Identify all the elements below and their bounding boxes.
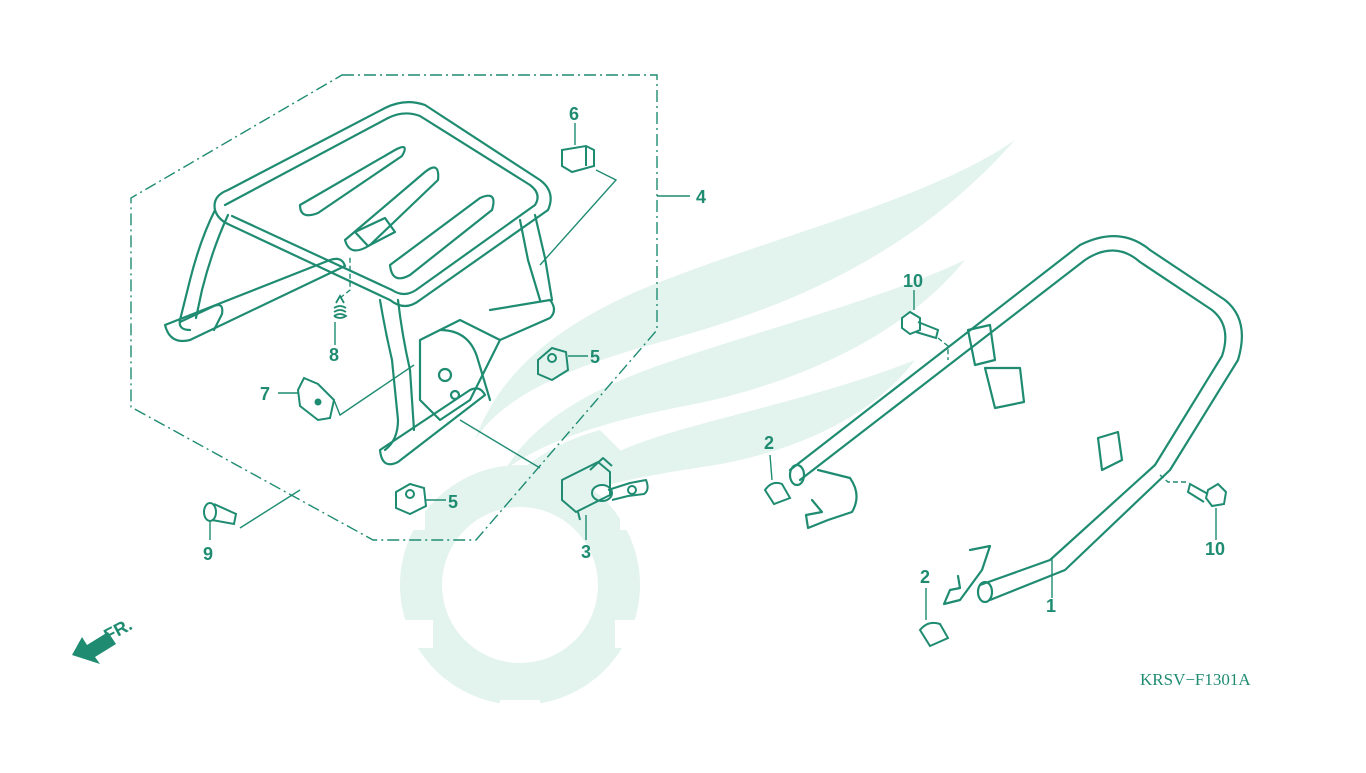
rubber-pad xyxy=(296,376,336,422)
clip-nut-upper xyxy=(537,346,570,382)
bolt-10-upper xyxy=(901,310,940,340)
callout-2-lower: 2 xyxy=(920,567,930,587)
callout-4: 4 xyxy=(696,187,706,207)
callout-2-upper: 2 xyxy=(764,433,774,453)
clip-nut-lower xyxy=(395,482,428,516)
callout-10-lower: 10 xyxy=(1205,539,1225,559)
callout-3: 3 xyxy=(581,542,591,562)
callout-1: 1 xyxy=(1046,596,1056,616)
assembly-outline-box xyxy=(130,74,658,541)
callout-6: 6 xyxy=(569,104,579,124)
callout-7: 7 xyxy=(260,384,270,404)
grab-rail xyxy=(788,235,1243,606)
callout-numbers: 1 2 2 3 4 5 5 6 7 8 9 10 10 xyxy=(203,104,1225,616)
clip-2-upper xyxy=(763,481,792,506)
clip-2-lower xyxy=(918,621,950,648)
key-cylinder xyxy=(561,457,649,521)
bolt-9 xyxy=(203,502,238,526)
callout-8: 8 xyxy=(329,345,339,365)
front-arrow-icon: FR. xyxy=(72,614,135,664)
wing-logo-watermark xyxy=(400,140,1015,705)
rear-carrier xyxy=(163,101,556,466)
cushion-rubber xyxy=(561,144,595,174)
callout-5-lower: 5 xyxy=(448,492,458,512)
gear-watermark-cutout xyxy=(385,500,660,720)
bolt-10-lower xyxy=(1186,482,1228,508)
callout-9: 9 xyxy=(203,544,213,564)
leader-lines xyxy=(209,123,1217,620)
diagram-code: KRSV−F1301A xyxy=(1140,670,1251,689)
callout-10-upper: 10 xyxy=(903,271,923,291)
spring xyxy=(333,294,348,319)
callout-5-upper: 5 xyxy=(590,347,600,367)
